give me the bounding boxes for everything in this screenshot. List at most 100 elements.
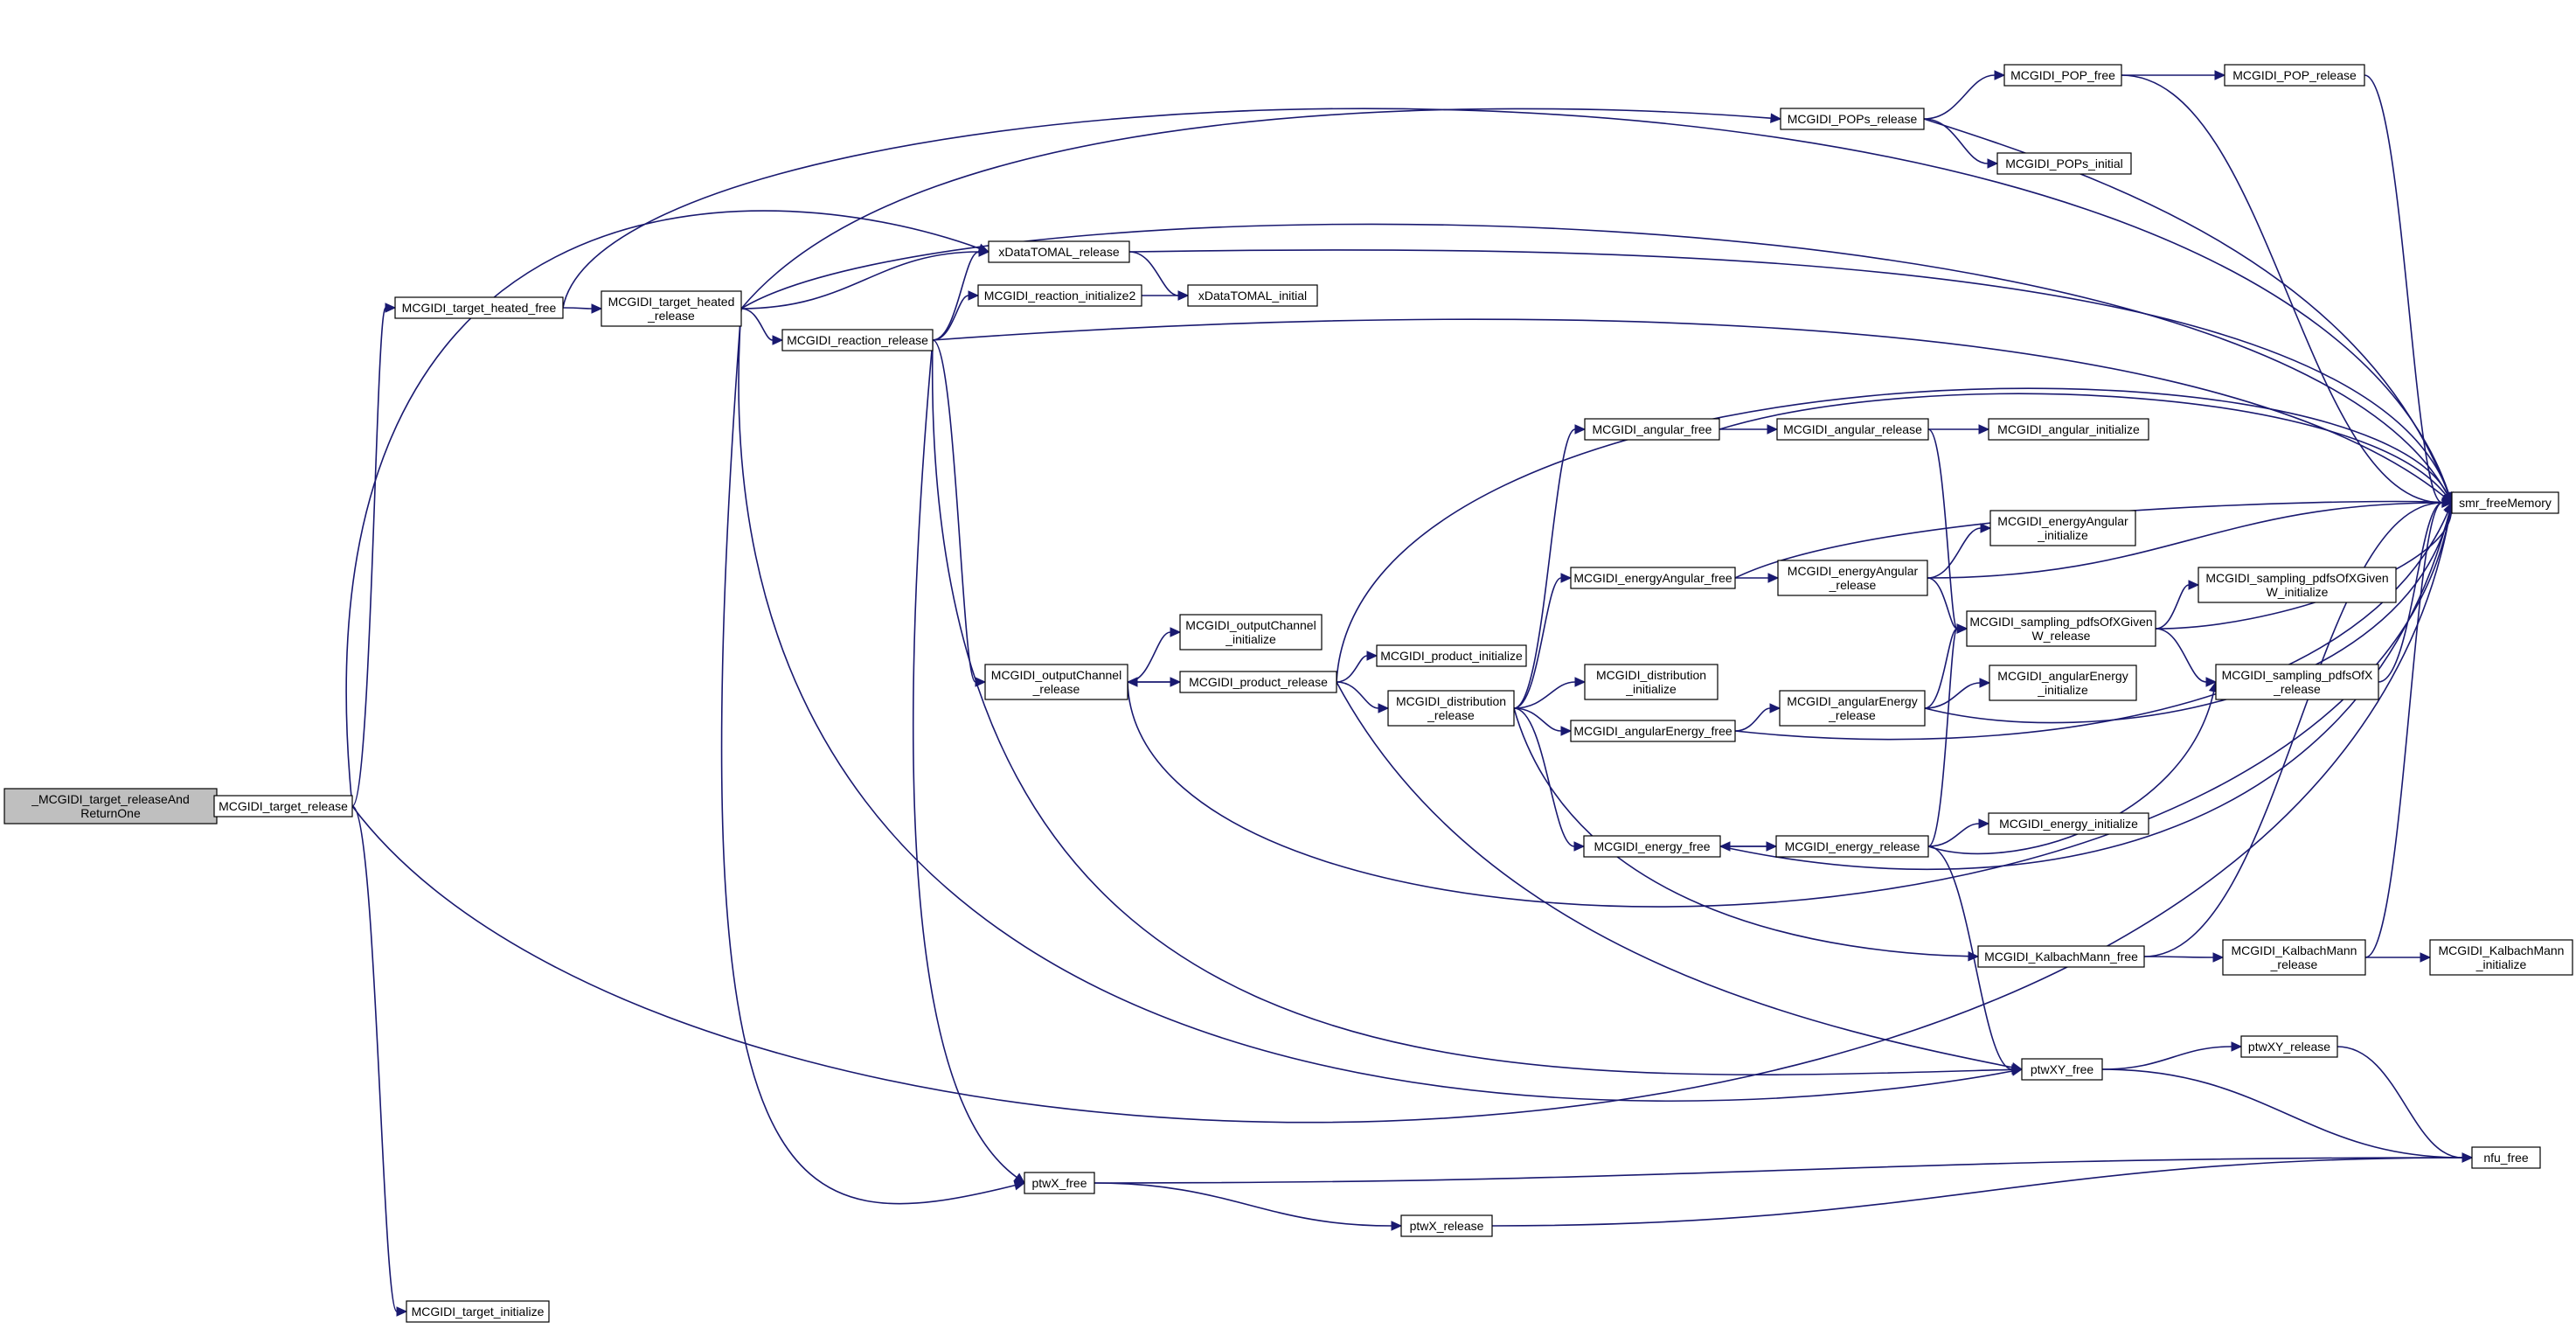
function-node-ptwX-release[interactable]: ptwX_release	[1400, 1214, 1493, 1237]
function-node-KalbachMann-free[interactable]: MCGIDI_KalbachMann_free	[1977, 945, 2145, 968]
function-node-target-initialize[interactable]: MCGIDI_target_initialize	[406, 1300, 550, 1323]
node-box[interactable]	[2003, 64, 2122, 87]
function-node-outputChannel-initialize[interactable]: MCGIDI_outputChannel_initialize	[1179, 614, 1323, 651]
function-node-POPs-release[interactable]: MCGIDI_POPs_release	[1780, 108, 1925, 130]
function-node-POP-free[interactable]: MCGIDI_POP_free	[2003, 64, 2122, 87]
node-box[interactable]	[2429, 939, 2573, 976]
function-node-ptwX-free[interactable]: ptwX_free	[1024, 1172, 1095, 1194]
node-box[interactable]	[2451, 491, 2559, 514]
node-box[interactable]	[1977, 945, 2145, 968]
function-node-target-heated-free[interactable]: MCGIDI_target_heated_free	[394, 296, 564, 319]
function-node-energyAngular-free[interactable]: MCGIDI_energyAngular_free	[1570, 567, 1736, 589]
function-node-KalbachMann-release[interactable]: MCGIDI_KalbachMann_release	[2222, 939, 2366, 976]
node-box[interactable]	[1387, 690, 1515, 727]
call-edge-target_heated_free-to-smr_freeMemory	[562, 108, 2450, 494]
node-box[interactable]	[2471, 1146, 2541, 1169]
arrowhead-reaction_release-to-xDataTOMAL_release	[978, 247, 990, 257]
function-node-sampling-pdfsOfX-release[interactable]: MCGIDI_sampling_pdfsOfX_release	[2215, 664, 2379, 700]
node-box[interactable]	[3, 788, 218, 825]
node-box[interactable]	[988, 240, 1130, 263]
node-box[interactable]	[1988, 812, 2149, 835]
function-node-energy-release[interactable]: MCGIDI_energy_release	[1775, 835, 1929, 858]
call-edge-angular_free-to-smr_freeMemory	[1718, 393, 2447, 496]
node-box[interactable]	[406, 1300, 550, 1323]
call-edge-energy_release-to-energy_initialize	[1927, 823, 1980, 847]
function-node-energy-initialize[interactable]: MCGIDI_energy_initialize	[1988, 812, 2149, 835]
function-node-reaction-release[interactable]: MCGIDI_reaction_release	[781, 329, 934, 351]
call-edge-product_release-to-ptwXY_free	[1336, 681, 2013, 1068]
node-box[interactable]	[1584, 418, 1720, 441]
node-box[interactable]	[2224, 64, 2365, 87]
node-box[interactable]	[1024, 1172, 1095, 1194]
function-node-angular-release[interactable]: MCGIDI_angular_release	[1776, 418, 1929, 441]
node-box[interactable]	[1776, 418, 1929, 441]
node-box[interactable]	[1779, 690, 1926, 727]
node-box[interactable]	[2222, 939, 2366, 976]
function-node-angular-free[interactable]: MCGIDI_angular_free	[1584, 418, 1720, 441]
function-node-angularEnergy-initialize[interactable]: MCGIDI_angularEnergy_initialize	[1989, 664, 2137, 701]
function-node-POPs-initial[interactable]: MCGIDI_POPs_initial	[1996, 152, 2132, 175]
node-box[interactable]	[1584, 664, 1718, 700]
node-box[interactable]	[1570, 567, 1736, 589]
node-box[interactable]	[2240, 1035, 2338, 1058]
node-box[interactable]	[2198, 567, 2397, 603]
function-node-reaction-initialize2[interactable]: MCGIDI_reaction_initialize2	[977, 284, 1142, 307]
node-box[interactable]	[601, 290, 742, 327]
function-node-KalbachMann-initialize[interactable]: MCGIDI_KalbachMann_initialize	[2429, 939, 2573, 976]
node-box[interactable]	[1780, 108, 1925, 130]
function-node-distribution-initialize[interactable]: MCGIDI_distribution_initialize	[1584, 664, 1718, 700]
node-box[interactable]	[781, 329, 934, 351]
node-box[interactable]	[1376, 644, 1527, 667]
function-node-nfu-free[interactable]: nfu_free	[2471, 1146, 2541, 1169]
function-node-product-release[interactable]: MCGIDI_product_release	[1179, 671, 1337, 693]
node-box[interactable]	[2021, 1058, 2103, 1081]
function-node-angularEnergy-free[interactable]: MCGIDI_angularEnergy_free	[1570, 720, 1736, 742]
node-box[interactable]	[1988, 418, 2149, 441]
function-node-POP-release[interactable]: MCGIDI_POP_release	[2224, 64, 2365, 87]
function-node-energy-free[interactable]: MCGIDI_energy_free	[1583, 835, 1721, 858]
arrowhead-ptwX_free-to-ptwX_release	[1391, 1221, 1403, 1231]
function-node-ptwXY-free[interactable]: ptwXY_free	[2021, 1058, 2103, 1081]
node-box[interactable]	[213, 795, 353, 818]
node-box[interactable]	[1583, 835, 1721, 858]
node-box[interactable]	[1777, 560, 1928, 596]
function-node-energyAngular-release[interactable]: MCGIDI_energyAngular_release	[1777, 560, 1928, 596]
node-box[interactable]	[1400, 1214, 1493, 1237]
node-box[interactable]	[1570, 720, 1736, 742]
node-box[interactable]	[984, 664, 1128, 700]
node-box[interactable]	[2215, 664, 2379, 700]
node-box[interactable]	[1775, 835, 1929, 858]
node-label: _initialize	[1225, 632, 1276, 646]
node-box[interactable]	[1179, 671, 1337, 693]
function-node-xDataTOMAL-initial[interactable]: xDataTOMAL_initial	[1187, 284, 1318, 307]
call-edge-energy_release-to-ptwXY_free	[1927, 845, 2013, 1070]
node-box[interactable]	[1996, 152, 2132, 175]
function-node-xDataTOMAL-release[interactable]: xDataTOMAL_release	[988, 240, 1130, 263]
node-box[interactable]	[1966, 610, 2156, 647]
node-label: _initialize	[2037, 528, 2088, 542]
node-box[interactable]	[394, 296, 564, 319]
function-node-target-release[interactable]: MCGIDI_target_release	[213, 795, 353, 818]
function-node-product-initialize[interactable]: MCGIDI_product_initialize	[1376, 644, 1527, 667]
call-edge-target_release-to-xDataTOMAL_release	[345, 210, 980, 807]
function-node-angular-initialize[interactable]: MCGIDI_angular_initialize	[1988, 418, 2149, 441]
call-edge-xDataTOMAL_release-to-smr_freeMemory	[1128, 249, 2450, 494]
node-box[interactable]	[1187, 284, 1318, 307]
function-node-outputChannel-release[interactable]: MCGIDI_outputChannel_release	[984, 664, 1128, 700]
node-box[interactable]	[977, 284, 1142, 307]
node-box[interactable]	[1989, 510, 2136, 546]
function-node-angularEnergy-release[interactable]: MCGIDI_angularEnergy_release	[1779, 690, 1926, 727]
node-box[interactable]	[1179, 614, 1323, 651]
call-edge-reaction_release-to-ptwX_free	[913, 339, 1017, 1179]
arrowhead-angularEnergy_release-to-angularEnergy_initialize	[1979, 678, 1991, 688]
function-node-distribution-release[interactable]: MCGIDI_distribution_release	[1387, 690, 1515, 727]
function-node-target-heated-release[interactable]: MCGIDI_target_heated_release	[601, 290, 742, 327]
call-edge-target_heated_release-to-ptwX_free	[720, 308, 1016, 1205]
function-node-ptwXY-release[interactable]: ptwXY_release	[2240, 1035, 2338, 1058]
function-node-energyAngular-initialize[interactable]: MCGIDI_energyAngular_initialize	[1989, 510, 2136, 546]
function-node-smr-freeMemory[interactable]: smr_freeMemory	[2451, 491, 2559, 514]
node-box[interactable]	[1989, 664, 2137, 701]
